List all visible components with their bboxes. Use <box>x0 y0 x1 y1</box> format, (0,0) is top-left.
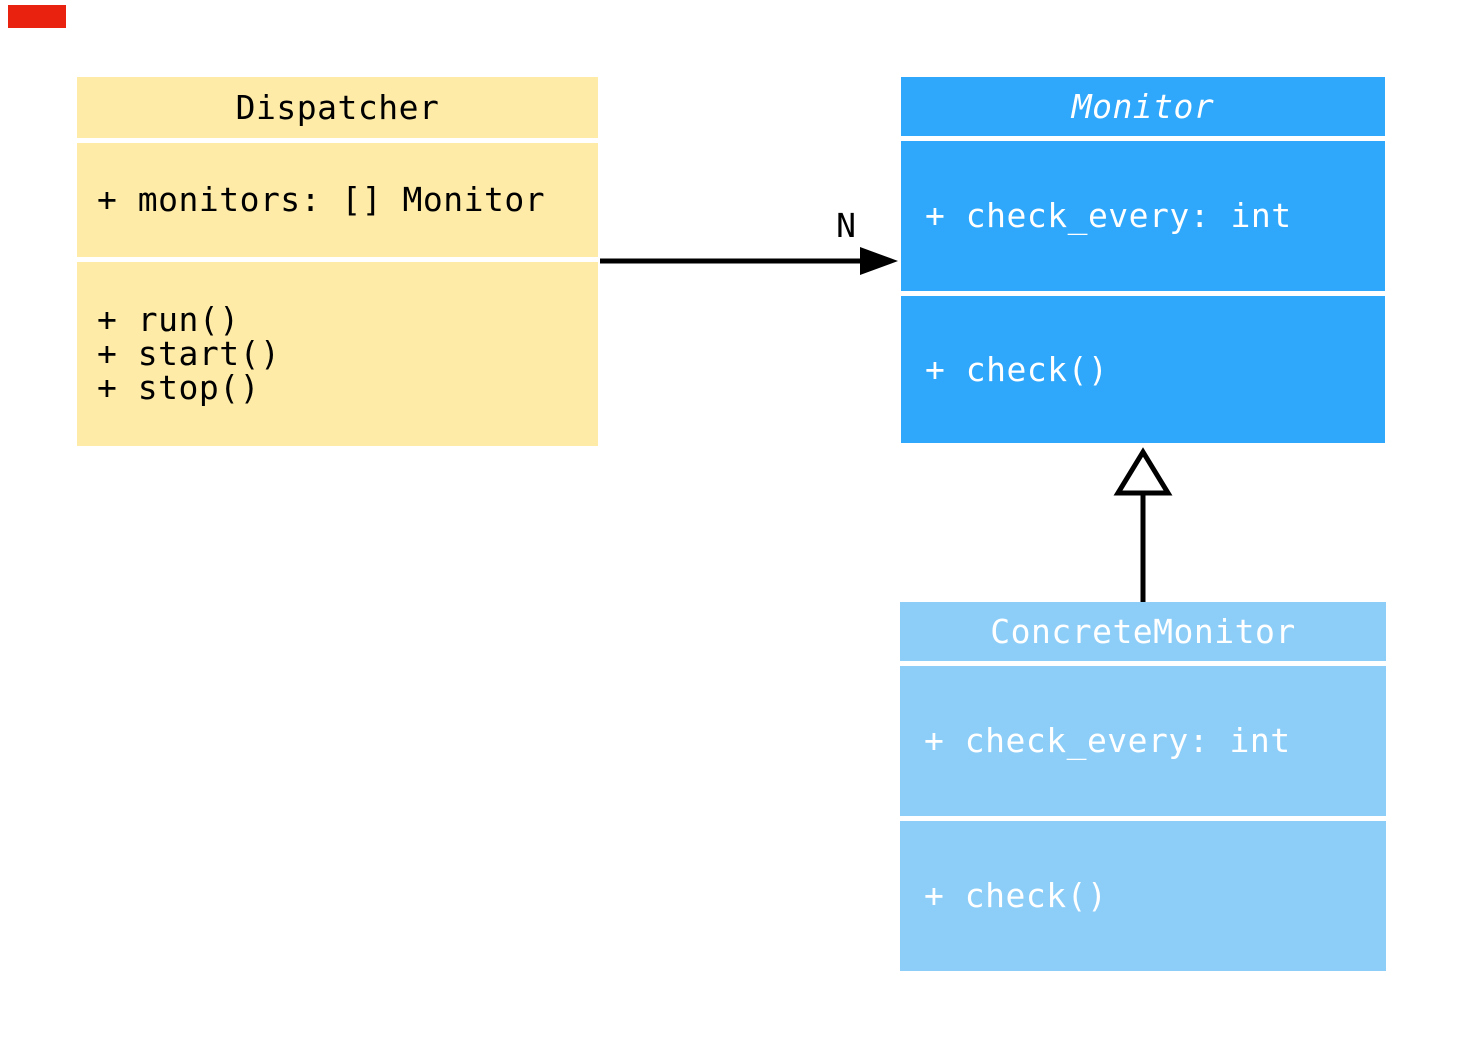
class-node-monitor[interactable]: Monitor + check_every: int + check() <box>901 77 1385 443</box>
attribute-text: + check_every: int <box>924 721 1291 760</box>
class-attributes-concrete-monitor: + check_every: int <box>900 666 1386 816</box>
method-text: + check() <box>925 349 1109 389</box>
inheritance-arrow <box>1113 447 1173 602</box>
class-title-concrete-monitor: ConcreteMonitor <box>990 612 1296 651</box>
class-attributes-monitor: + check_every: int <box>901 141 1385 291</box>
class-header-concrete-monitor: ConcreteMonitor <box>900 602 1386 661</box>
class-node-dispatcher[interactable]: Dispatcher + monitors: [] Monitor + run(… <box>77 77 598 446</box>
class-header-monitor: Monitor <box>901 77 1385 136</box>
class-methods-concrete-monitor: + check() <box>900 821 1386 971</box>
association-multiplicity-label: N <box>836 206 856 245</box>
attribute-text: + monitors: [] Monitor <box>97 180 546 219</box>
class-title-dispatcher: Dispatcher <box>235 88 440 127</box>
attribute-text: + check_every: int <box>925 196 1292 235</box>
method-text: + run() <box>97 300 240 339</box>
method-text: + start() <box>97 334 281 373</box>
class-methods-dispatcher: + run() + start() + stop() <box>77 262 598 446</box>
class-header-dispatcher: Dispatcher <box>77 77 598 138</box>
method-text: + check() <box>924 876 1108 915</box>
class-title-monitor: Monitor <box>1071 87 1215 126</box>
method-text: + stop() <box>97 368 260 407</box>
red-marker <box>8 5 66 28</box>
association-arrow <box>600 247 898 275</box>
class-methods-monitor: + check() <box>901 296 1385 443</box>
class-attributes-dispatcher: + monitors: [] Monitor <box>77 143 598 257</box>
class-node-concrete-monitor[interactable]: ConcreteMonitor + check_every: int + che… <box>900 602 1386 971</box>
